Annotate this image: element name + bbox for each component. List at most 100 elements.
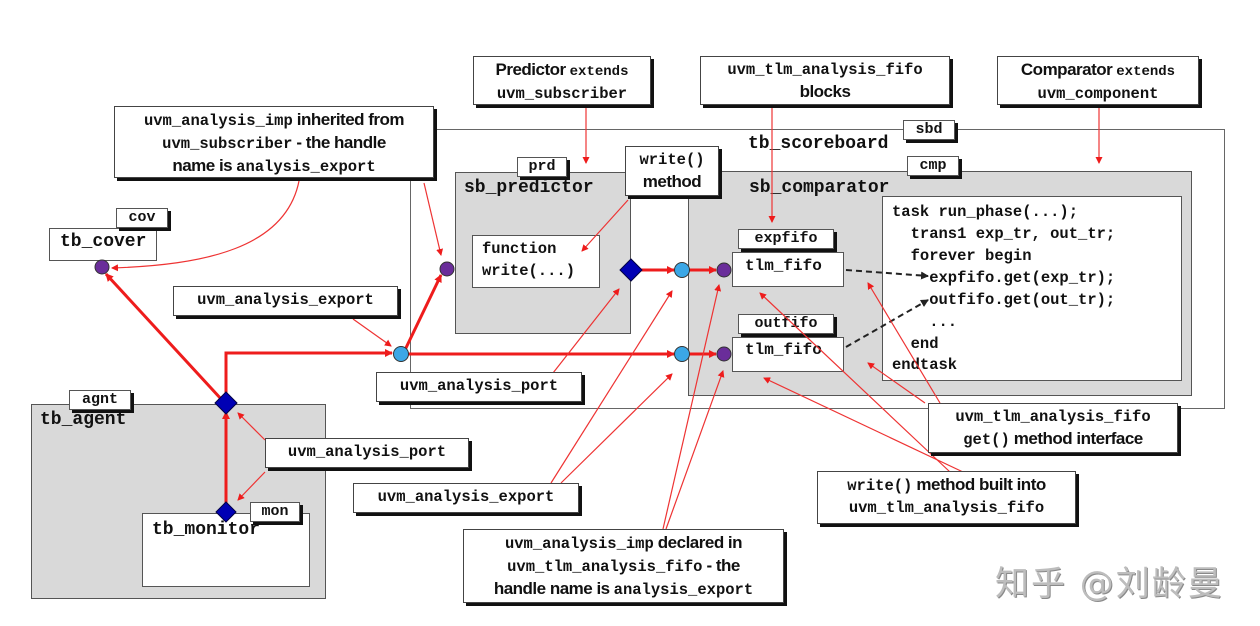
pointer-write-builtin-2 [763, 377, 964, 473]
callout-text: declared in [657, 533, 743, 552]
outfifo-export-icon [674, 346, 690, 362]
thick-connections [104, 266, 717, 510]
predictor-title: sb_predictor [464, 178, 594, 198]
predictor-tag: prd [517, 157, 567, 177]
callout-text: name is [172, 156, 233, 175]
callout-text: uvm_analysis_export [377, 488, 555, 506]
callout-text: extends [569, 64, 629, 80]
callout-text: uvm_analysis_port [287, 443, 447, 461]
callout-text: - the handle [296, 133, 386, 152]
callout-text: uvm_analysis_export [197, 291, 374, 309]
code-line: expfifo.get(exp_tr); [892, 269, 1116, 287]
pointer-imp-declared-1 [662, 284, 722, 530]
callout-text: handle name is [493, 579, 610, 598]
pointer-get-interface-1 [867, 362, 926, 404]
agent-title: tb_agent [40, 410, 127, 430]
tb-cover-box [49, 228, 157, 261]
callout-text: uvm_analysis_port [399, 377, 559, 395]
callout-analysis-port-mid: uvm_analysis_port [376, 372, 582, 402]
expfifo-get-arrow [845, 269, 929, 280]
tb-monitor-box [142, 513, 310, 587]
pointer-write-method [581, 199, 629, 252]
callout-text: - the [706, 556, 740, 575]
expfifo-box [732, 252, 844, 287]
expfifo-tag: expfifo [738, 229, 834, 249]
scoreboard-title: tb_scoreboard [748, 134, 889, 154]
agent-tag: agnt [69, 390, 131, 410]
pointer-imp-declared-2 [665, 370, 725, 530]
run-phase-code-box [882, 196, 1182, 381]
pointer-port-agent-lower [237, 471, 266, 501]
code-line: end [892, 335, 939, 353]
callout-text: uvm_tlm_analysis_fifo [507, 558, 703, 576]
callout-text: uvm_tlm_analysis_fifo [727, 61, 923, 79]
callout-text: analysis_export [613, 581, 754, 599]
outfifo-tag: outfifo [738, 314, 834, 334]
agent-port-to-cover [104, 272, 224, 402]
pointer-get-interface-2 [867, 282, 941, 404]
export-to-predictor-imp [402, 274, 443, 353]
cover-tag: cov [116, 208, 168, 228]
callout-text: uvm_component [1037, 85, 1159, 103]
pointer-export-bottom-1 [550, 290, 673, 484]
callout-text: analysis_export [236, 158, 376, 176]
pointer-export-left [352, 318, 392, 347]
callout-imp-declared: uvm_analysis_imp declared in uvm_tlm_ana… [463, 529, 784, 603]
callout-predictor-extends: Predictor extends uvm_subscriber [473, 56, 651, 105]
callout-text: uvm_analysis_imp [504, 535, 654, 553]
callout-text: get() [963, 431, 1010, 449]
callout-comparator-extends: Comparator extends uvm_component [997, 56, 1199, 105]
callout-fifo-blocks: uvm_tlm_analysis_fifo blocks [700, 56, 950, 105]
callout-text: extends [1116, 64, 1176, 80]
code-line: endtask [892, 356, 958, 374]
scoreboard-export-icon [393, 346, 409, 362]
callout-get-interface: uvm_tlm_analysis_fifo get() method inter… [928, 403, 1178, 453]
callout-text: Comparator [1020, 60, 1113, 79]
callout-text: write() [639, 151, 705, 169]
callout-analysis-port-agent: uvm_analysis_port [265, 438, 469, 468]
pointer-imp-inherited-to-cover [111, 174, 301, 272]
tlm-symbols [94, 258, 732, 523]
pointer-write-builtin-1 [759, 292, 951, 473]
callout-text: uvm_analysis_imp [143, 112, 293, 130]
predictor-function-line-2: write(...) [482, 262, 576, 280]
pointer-imp-inherited-to-predictor [423, 182, 444, 256]
expfifo-imp-icon [716, 262, 732, 278]
callout-text: uvm_subscriber [496, 85, 628, 103]
outfifo-imp-icon [716, 346, 732, 362]
expfifo-title: tlm_fifo [745, 257, 822, 275]
monitor-title: tb_monitor [152, 520, 261, 540]
callout-text: uvm_tlm_analysis_fifo [955, 408, 1151, 426]
agent-port-to-scoreboard-export [224, 349, 393, 398]
watermark: 知乎 @刘龄曼 [995, 564, 1224, 604]
code-line: ... [892, 313, 958, 331]
code-line: trans1 exp_tr, out_tr; [892, 225, 1116, 243]
pointer-export-bottom-2 [560, 373, 673, 484]
callout-text: uvm_subscriber [162, 135, 293, 153]
code-line: outfifo.get(out_tr); [892, 291, 1116, 309]
callout-text: method built into [916, 475, 1046, 494]
cover-title: tb_cover [60, 232, 147, 252]
monitor-tag: mon [250, 502, 300, 522]
monitor-port-diamond-icon [215, 501, 237, 523]
comparator-title: sb_comparator [749, 178, 890, 198]
expfifo-export-icon [674, 262, 690, 278]
predictor-port-diamond-icon [619, 258, 643, 282]
comparator-tag: cmp [907, 156, 959, 176]
predictor-imp-icon [439, 261, 455, 277]
scoreboard-tag: sbd [903, 120, 955, 140]
agent-port-diamond-icon [214, 391, 238, 415]
outfifo-title: tlm_fifo [745, 341, 822, 359]
callout-analysis-export-left: uvm_analysis_export [173, 286, 398, 316]
predictor-function-line-1: function [482, 240, 557, 258]
callout-write-method: write() method [625, 146, 719, 196]
callout-text: Predictor [495, 60, 567, 79]
callout-write-builtin: write() method built into uvm_tlm_analys… [817, 471, 1076, 524]
get-call-arrows [845, 269, 929, 348]
callout-text: method [642, 172, 702, 191]
callout-pointers [111, 106, 1103, 530]
callout-text: method interface [1013, 429, 1143, 448]
code-line: forever begin [892, 247, 1032, 265]
